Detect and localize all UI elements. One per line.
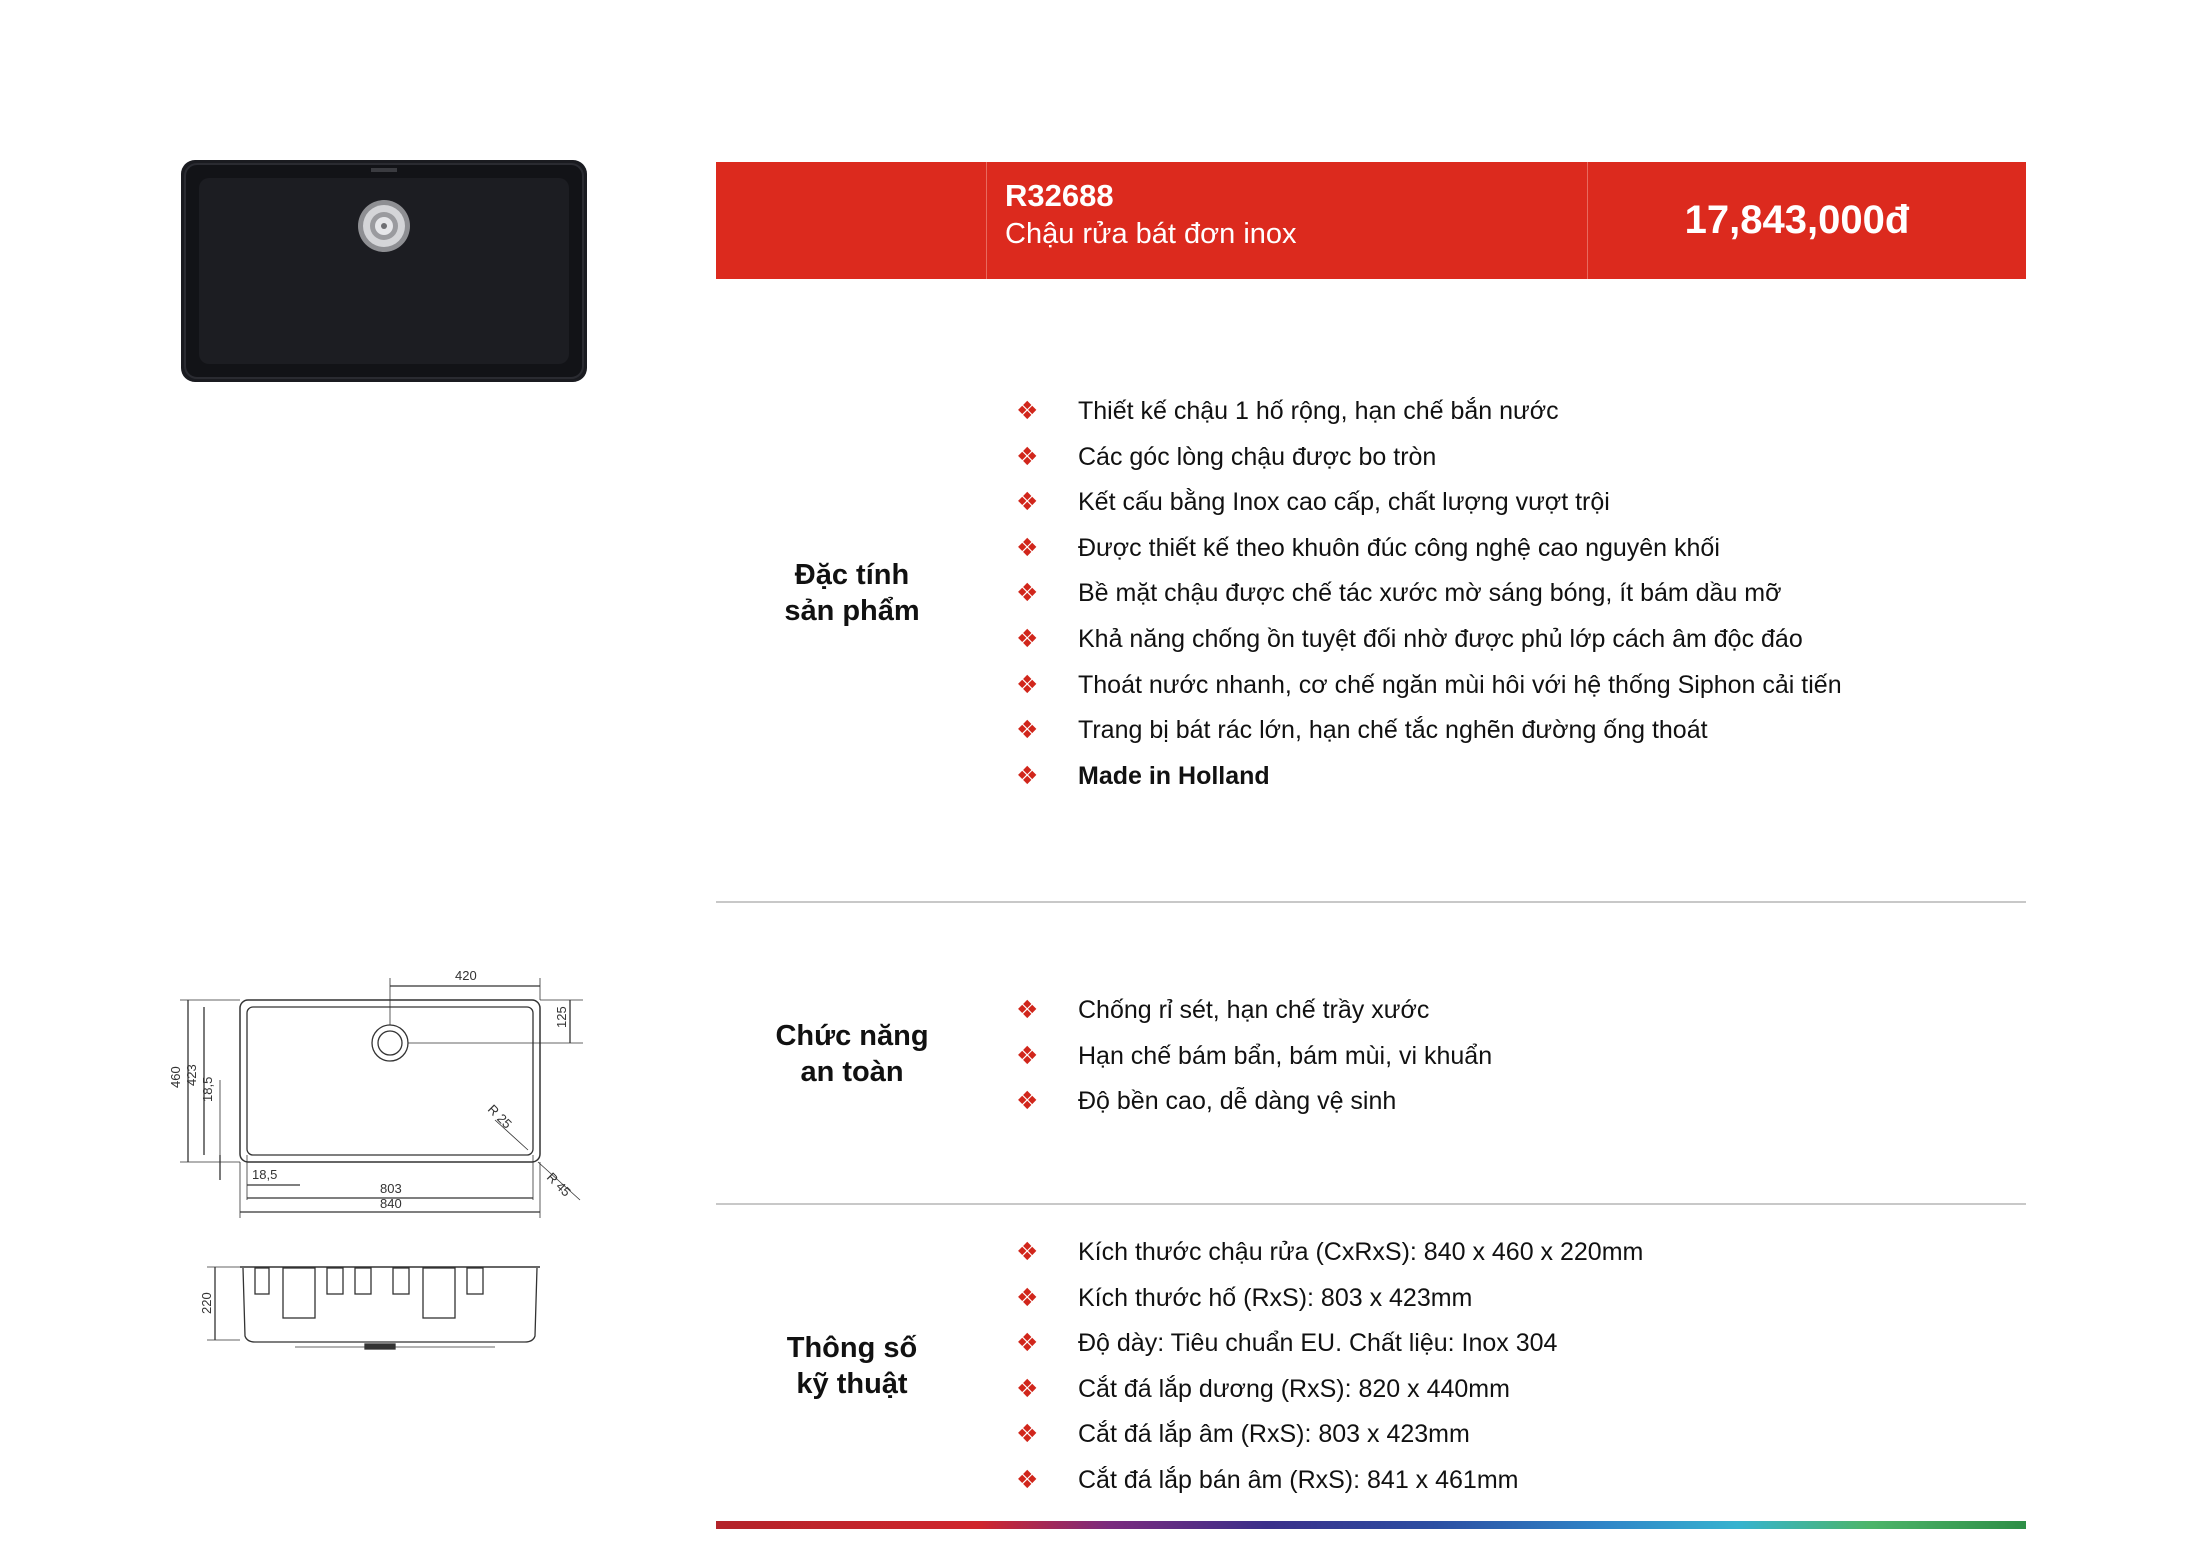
list-item: ❖ Khả năng chống ồn tuyệt đối nhờ được ph… — [1016, 617, 1842, 663]
diamond-bullet-icon: ❖ — [1016, 579, 1039, 608]
section-label-line2: kỹ thuật — [796, 1368, 908, 1400]
list-item-text: Chống rỉ sét, hạn chế trầy xước — [1078, 996, 1430, 1024]
product-code: R32688 — [1005, 178, 1114, 213]
list-item: ❖ Thoát nước nhanh, cơ chế ngăn mùi hôi v… — [1016, 663, 1842, 709]
diamond-bullet-icon: ❖ — [1016, 1374, 1039, 1403]
product-price: 17,843,000đ — [1684, 198, 1910, 242]
list-item-text: Độ dày: Tiêu chuẩn EU. Chất liệu: Inox 3… — [1078, 1329, 1558, 1358]
product-photo — [181, 160, 587, 382]
diamond-bullet-icon: ❖ — [1016, 1465, 1039, 1494]
dim-18-5-vertical-label: 18,5 — [200, 1077, 215, 1102]
diamond-bullet-icon: ❖ — [1016, 761, 1039, 790]
header-spacer — [716, 162, 987, 279]
section-label-specs: Thông số kỹ thuật — [716, 1330, 988, 1402]
technical-drawing-top-view: 420 125 460 423 18,5 R 25 R 45 18,5 803 … — [168, 968, 583, 1218]
list-item: ❖ Kích thước hố (RxS): 803 x 423mm — [1016, 1276, 1643, 1322]
section-label-line1: Thông số — [786, 1332, 918, 1364]
technical-drawing-side-view: 220 — [199, 1266, 540, 1350]
list-item: ❖ Kích thước chậu rửa (CxRxS): 840 x 460 … — [1016, 1230, 1643, 1276]
section-label-line2: an toàn — [800, 1056, 904, 1088]
list-item: ❖ Được thiết kế theo khuôn đúc công nghệ … — [1016, 526, 1842, 572]
dim-460-label: 460 — [168, 1066, 183, 1088]
product-name: Chậu rửa bát đơn inox — [1005, 218, 1297, 250]
list-item-text: Kích thước hố (RxS): 803 x 423mm — [1078, 1283, 1473, 1312]
dim-423-label: 423 — [184, 1064, 199, 1086]
list-item-text: Được thiết kế theo khuôn đúc công nghệ c… — [1078, 533, 1720, 562]
diamond-bullet-icon: ❖ — [1016, 624, 1039, 653]
list-item: ❖ Các góc lòng chậu được bo tròn — [1016, 435, 1842, 481]
list-item-text: Khả năng chống ồn tuyệt đối nhờ được phủ… — [1078, 624, 1803, 653]
section-label-line1: Đặc tính — [794, 559, 910, 591]
dim-840-label: 840 — [380, 1196, 402, 1211]
section-label-line1: Chức năng — [775, 1020, 929, 1052]
diamond-bullet-icon: ❖ — [1016, 1283, 1039, 1312]
section-label-features: Đặc tính sản phẩm — [716, 557, 988, 629]
radius-25-label: R 25 — [485, 1102, 515, 1132]
list-item-text: Độ bền cao, dễ dàng vệ sinh — [1078, 1087, 1397, 1116]
diamond-bullet-icon: ❖ — [1016, 996, 1039, 1024]
list-item: ❖ Cắt đá lắp âm (RxS): 803 x 423mm — [1016, 1412, 1643, 1458]
section-divider — [716, 1203, 2026, 1205]
section-divider — [716, 901, 2026, 903]
list-item-text: Bề mặt chậu được chế tác xước mờ sáng bó… — [1078, 579, 1782, 608]
feature-list: ❖ Thiết kế chậu 1 hố rộng, hạn chế bắn nư… — [1016, 389, 1842, 799]
list-item: ❖ Chống rỉ sét, hạn chế trầy xước — [1016, 988, 1492, 1034]
list-item-text: Cắt đá lắp bán âm (RxS): 841 x 461mm — [1078, 1465, 1519, 1494]
diamond-bullet-icon: ❖ — [1016, 1238, 1039, 1266]
diamond-bullet-icon: ❖ — [1016, 533, 1039, 562]
section-label-safety: Chức năng an toàn — [716, 1018, 988, 1090]
list-item-text: Cắt đá lắp dương (RxS): 820 x 440mm — [1078, 1374, 1510, 1403]
dim-220-label: 220 — [199, 1292, 214, 1314]
list-item-text: Trang bị bát rác lớn, hạn chế tắc nghẽn … — [1078, 716, 1708, 745]
list-item-text: Thoát nước nhanh, cơ chế ngăn mùi hôi vớ… — [1078, 670, 1842, 699]
list-item-text: Các góc lòng chậu được bo tròn — [1078, 442, 1437, 471]
diamond-bullet-icon: ❖ — [1016, 442, 1039, 471]
product-header: R32688 Chậu rửa bát đơn inox 17,843,000đ — [716, 162, 2026, 279]
diamond-bullet-icon: ❖ — [1016, 716, 1039, 745]
list-item: ❖ Thiết kế chậu 1 hố rộng, hạn chế bắn nư… — [1016, 389, 1842, 435]
diamond-bullet-icon: ❖ — [1016, 488, 1039, 517]
list-item: ❖ Trang bị bát rác lớn, hạn chế tắc nghẽn… — [1016, 708, 1842, 754]
list-item: ❖ Cắt đá lắp bán âm (RxS): 841 x 461mm — [1016, 1458, 1643, 1504]
diamond-bullet-icon: ❖ — [1016, 670, 1039, 699]
header-title-cell: R32688 Chậu rửa bát đơn inox — [987, 162, 1588, 279]
list-item-text: Made in Holland — [1078, 761, 1270, 790]
dim-803-label: 803 — [380, 1181, 402, 1196]
list-item: ❖ Made in Holland — [1016, 754, 1842, 800]
list-item: ❖ Độ bền cao, dễ dàng vệ sinh — [1016, 1079, 1492, 1125]
diamond-bullet-icon: ❖ — [1016, 1420, 1039, 1449]
list-item: ❖ Kết cấu bằng Inox cao cấp, chất lượng v… — [1016, 480, 1842, 526]
dim-18-5-horizontal-label: 18,5 — [252, 1167, 277, 1182]
list-item-text: Kích thước chậu rửa (CxRxS): 840 x 460 x… — [1078, 1238, 1644, 1266]
list-item-text: Cắt đá lắp âm (RxS): 803 x 423mm — [1078, 1420, 1470, 1449]
list-item-text: Kết cấu bằng Inox cao cấp, chất lượng vư… — [1078, 488, 1610, 517]
diamond-bullet-icon: ❖ — [1016, 397, 1039, 425]
list-item-text: Thiết kế chậu 1 hố rộng, hạn chế bắn nướ… — [1078, 397, 1559, 425]
diamond-bullet-icon: ❖ — [1016, 1329, 1039, 1358]
list-item: ❖ Độ dày: Tiêu chuẩn EU. Chất liệu: Inox … — [1016, 1321, 1643, 1367]
list-item: ❖ Cắt đá lắp dương (RxS): 820 x 440mm — [1016, 1367, 1643, 1413]
radius-45-label: R 45 — [544, 1170, 574, 1200]
diamond-bullet-icon: ❖ — [1016, 1087, 1039, 1116]
diamond-bullet-icon: ❖ — [1016, 1041, 1039, 1070]
specs-list: ❖ Kích thước chậu rửa (CxRxS): 840 x 460 … — [1016, 1230, 1643, 1504]
section-label-line2: sản phẩm — [784, 595, 920, 627]
list-item-text: Hạn chế bám bẩn, bám mùi, vi khuẩn — [1078, 1041, 1493, 1070]
footer-color-bar — [716, 1521, 2026, 1529]
dim-125-label: 125 — [554, 1006, 569, 1028]
list-item: ❖ Bề mặt chậu được chế tác xước mờ sáng b… — [1016, 571, 1842, 617]
safety-list: ❖ Chống rỉ sét, hạn chế trầy xước ❖ Hạn ch… — [1016, 988, 1492, 1125]
list-item: ❖ Hạn chế bám bẩn, bám mùi, vi khuẩn — [1016, 1034, 1492, 1080]
dim-420-label: 420 — [455, 968, 477, 983]
